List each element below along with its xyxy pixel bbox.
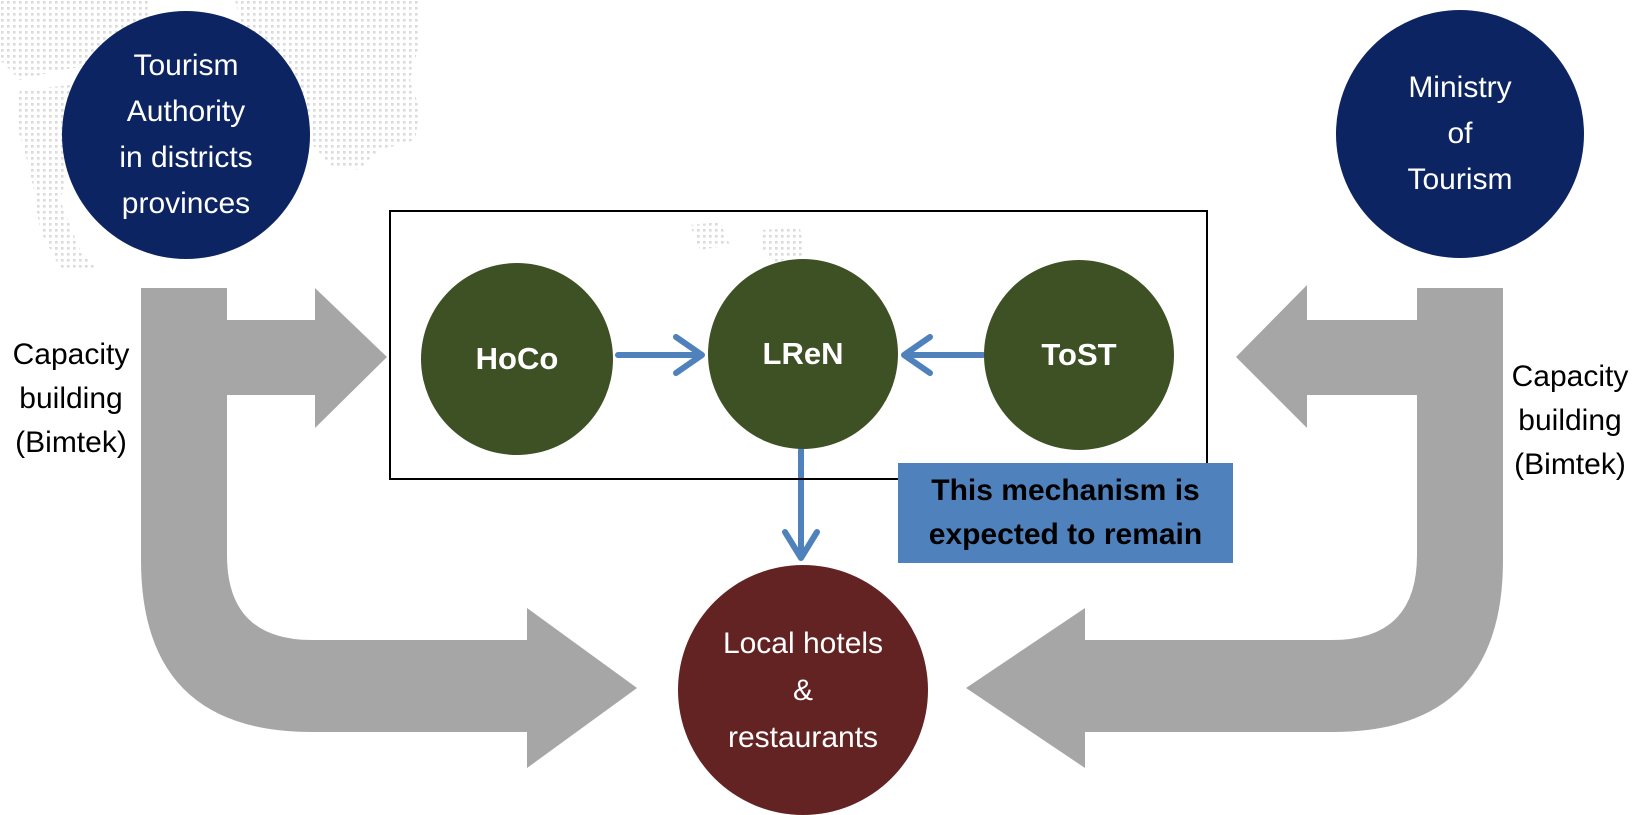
right-capacity-arrow xyxy=(966,285,1503,768)
right-capacity-label: Capacity building (Bimtek) xyxy=(1511,360,1629,481)
arrow-tost-to-lren xyxy=(901,334,986,376)
left-capacity-arrow xyxy=(141,288,637,768)
mechanism-box xyxy=(389,210,1208,480)
ministry-of-tourism-node: Ministry of Tourism xyxy=(1336,10,1584,258)
tourism-authority-node: Tourism Authority in districts provinces xyxy=(62,11,310,259)
arrow-hoco-to-lren xyxy=(615,334,705,376)
tost-node: ToST xyxy=(984,260,1174,450)
lren-node: LReN xyxy=(708,259,898,449)
blue-arrows xyxy=(615,334,986,561)
local-hotels-node: Local hotels & restaurants xyxy=(678,565,928,815)
mechanism-note: This mechanism is expected to remain xyxy=(898,463,1233,563)
arrow-lren-to-hotels xyxy=(782,447,820,561)
left-capacity-label: Capacity building (Bimtek) xyxy=(12,338,130,459)
hoco-node: HoCo xyxy=(421,263,613,455)
